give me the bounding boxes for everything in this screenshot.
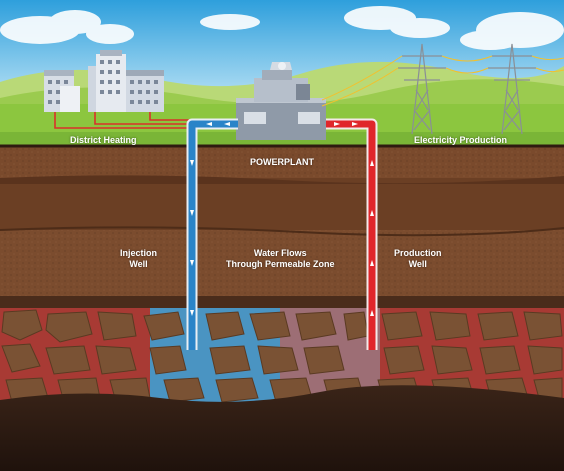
soil-texture-3 — [0, 230, 564, 300]
district-heating-label: District Heating — [70, 135, 137, 145]
rock-boulders — [1, 309, 563, 403]
gravel-layer — [0, 296, 564, 310]
bedrock — [0, 385, 564, 471]
production-well-label: Production Well — [394, 248, 442, 269]
powerplant-label: POWERPLANT — [250, 157, 314, 167]
soil-line — [0, 226, 564, 237]
injection-well-label: Injection Well — [120, 248, 158, 269]
power-lines — [321, 55, 564, 107]
injection-pipe — [186, 118, 238, 350]
production-flow-arrows — [334, 122, 374, 316]
topsoil-texture — [0, 146, 564, 178]
clouds — [0, 6, 564, 50]
injection-flow-arrows — [190, 122, 230, 316]
soil-layer-2 — [0, 178, 564, 230]
electricity-production-label: Electricity Production — [414, 135, 508, 145]
water-flows-label: Water Flows Through Permeable Zone — [226, 248, 335, 269]
power-plant-icon — [236, 62, 326, 140]
city-buildings-icon — [44, 50, 164, 112]
soil-band — [0, 175, 564, 184]
production-pipe — [326, 118, 378, 350]
transmission-tower-icon — [398, 43, 536, 135]
